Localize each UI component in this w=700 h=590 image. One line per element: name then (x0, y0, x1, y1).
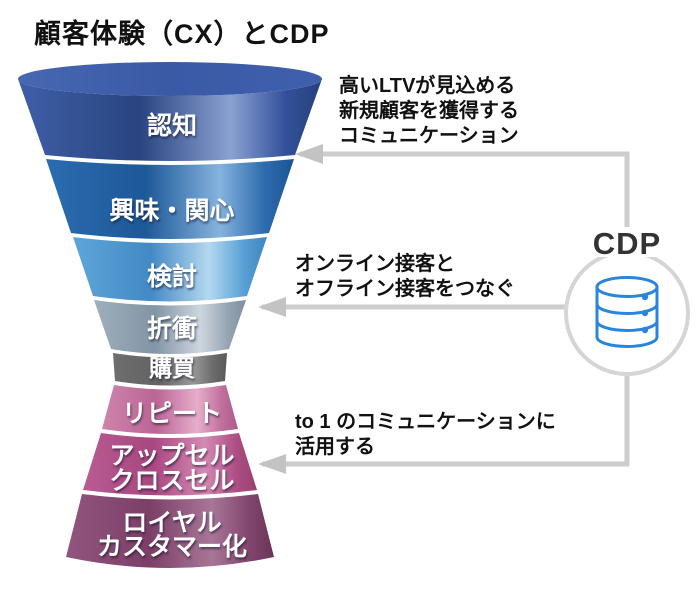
annotation-line: オフライン接客をつなぐ (295, 278, 515, 300)
funnel (18, 62, 322, 568)
arrowhead-top-icon (295, 144, 323, 164)
annotation-one-to-one: to 1 のコミュニケーションに 活用する (295, 410, 556, 460)
stage-label-loyal-1: ロイヤル (122, 509, 221, 537)
annotation-line: to 1 のコミュニケーションに (295, 411, 556, 433)
annotation-line: 新規顧客を獲得する (339, 100, 519, 122)
arrowheads (258, 144, 323, 474)
funnel-stage-repeat (102, 385, 238, 434)
stage-label-interest: 興味・関心 (109, 197, 234, 225)
connector-lines (262, 151, 630, 467)
arrowhead-middle-icon (258, 297, 286, 317)
funnel-stage-consideration (73, 237, 267, 302)
cdp-label-backdrop (588, 227, 666, 257)
stage-label-consideration: 検討 (147, 262, 197, 291)
annotation-online-offline: オンライン接客と オフライン接客をつなぐ (295, 252, 515, 302)
stage-label-loyal-2: カスタマー化 (97, 533, 247, 561)
funnel-stage-awareness (18, 79, 322, 161)
annotation-line: 高いLTVが見込める (339, 75, 516, 97)
funnel-stage-interest (46, 159, 294, 239)
connector-awareness-to-cdp (300, 151, 630, 250)
database-icon (595, 276, 659, 348)
funnel-stage-loyal-customer (66, 494, 274, 568)
stage-label-awareness: 認知 (147, 111, 197, 140)
stage-label-upsell: アップセル (109, 442, 234, 470)
funnel-stage-negotiation (94, 300, 246, 354)
stage-label-cross-sell: クロスセル (109, 467, 234, 495)
annotation-line: オンライン接客と (295, 253, 455, 275)
annotation-line: コミュニケーション (339, 125, 519, 147)
funnel-top-surface (18, 62, 322, 96)
arrowhead-bottom-icon (258, 454, 286, 474)
funnel-stage-purchase (113, 353, 227, 386)
connector-cdp-to-upsell (262, 376, 630, 467)
stage-label-negotiation: 折衝 (147, 314, 197, 343)
cdp-label: CDP (593, 226, 661, 261)
funnel-stage-upsell-cross-sell (83, 433, 257, 496)
annotation-new-customer: 高いLTVが見込める 新規顧客を獲得する コミュニケーション (339, 74, 519, 149)
stage-label-repeat: リピート (122, 400, 222, 428)
stage-label-purchase: 購買 (149, 355, 195, 381)
page-title: 顧客体験（CX）とCDP (34, 19, 330, 49)
annotation-line: 活用する (295, 436, 375, 458)
